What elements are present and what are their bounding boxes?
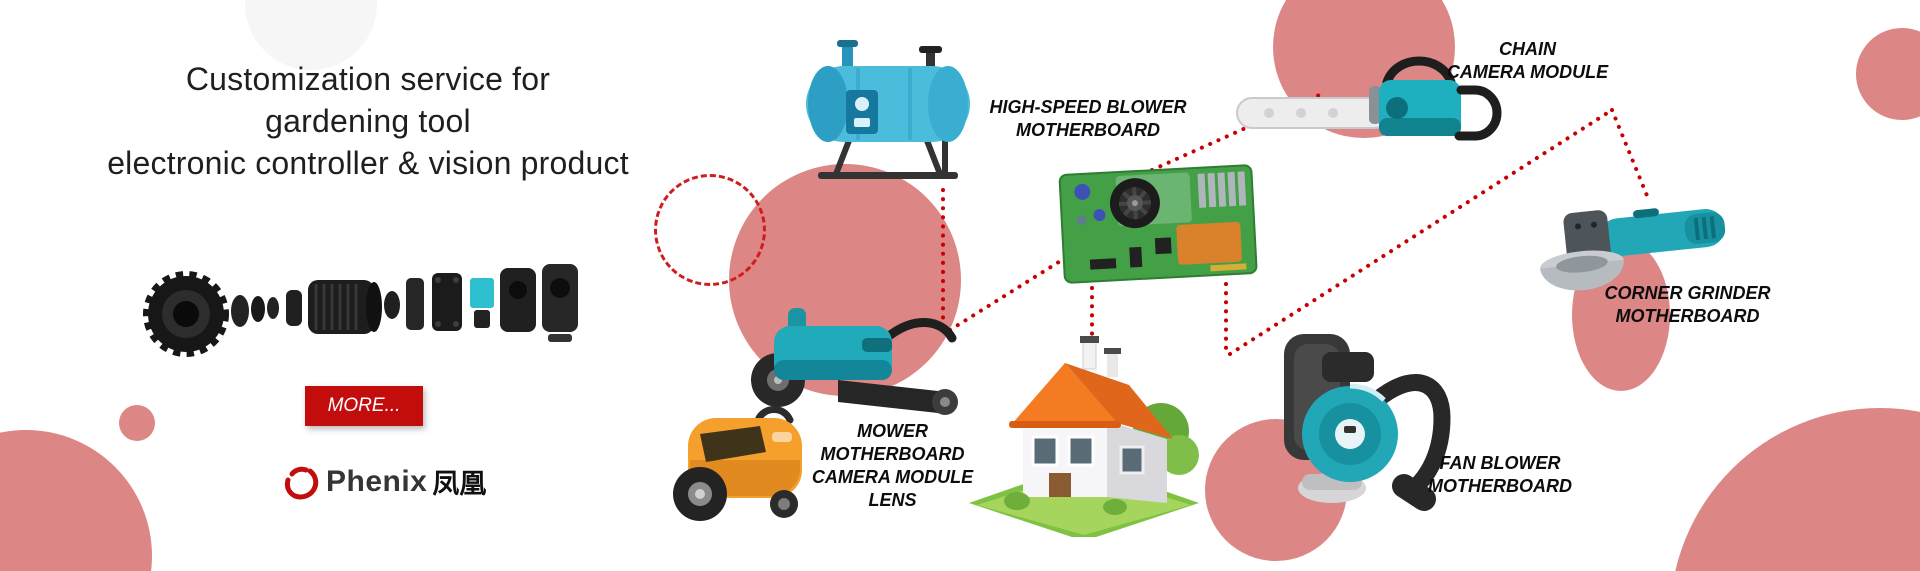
camera-lens-exploded-view [143,264,578,357]
label-line: CAMERA MODULE [811,467,974,487]
decor-circle-bottom-right [1670,408,1920,571]
decor-circle-right-edge [1856,28,1920,120]
house-illustration [969,336,1199,537]
label-corner-grinder: CORNER GRINDER MOTHERBOARD [1590,282,1785,328]
phenix-logo-icon [284,466,319,499]
fan-blower-illustration [1284,334,1451,511]
label-line: FAN BLOWER [1439,453,1561,473]
label-chain-camera-module: CHAIN CAMERA MODULE [1435,38,1620,84]
label-line: CAMERA MODULE [1446,62,1609,82]
headline-line-3: electronic controller & vision product [107,145,629,181]
headline-line-1: Customization service for [185,61,551,97]
label-line: HIGH-SPEED BLOWER [989,97,1187,117]
brand-name: Phenix [326,464,428,498]
more-button[interactable]: MORE... [305,386,423,426]
belt-sander-illustration [751,308,958,415]
label-line: MOTHERBOARD [1615,306,1760,326]
connector-to-grinder [1610,108,1650,200]
motherboard-illustration [1058,164,1258,284]
label-line: MOWER [857,421,928,441]
headline: Customization service for gardening tool… [78,58,658,184]
robot-mower-illustration [673,406,802,521]
label-mower: MOWER MOTHERBOARD CAMERA MODULE LENS [800,420,985,512]
label-high-speed-blower: HIGH-SPEED BLOWER MOTHERBOARD [988,96,1188,142]
label-line: CORNER GRINDER [1604,283,1771,303]
label-fan-blower: FAN BLOWER MOTHERBOARD [1405,452,1595,498]
brand-name-cn: 凤凰 [432,469,487,499]
label-line: MOTHERBOARD [1428,476,1572,496]
label-line: LENS [868,490,917,510]
label-line: MOTHERBOARD [820,444,965,464]
steam-boiler-illustration [806,40,970,179]
label-line: CHAIN [1499,39,1556,59]
decor-dashed-circle [654,174,766,286]
label-line: MOTHERBOARD [1016,120,1160,140]
decor-circle-bottom-left [0,430,152,571]
headline-line-2: gardening tool [265,103,471,139]
decor-circle-dot [119,405,155,441]
